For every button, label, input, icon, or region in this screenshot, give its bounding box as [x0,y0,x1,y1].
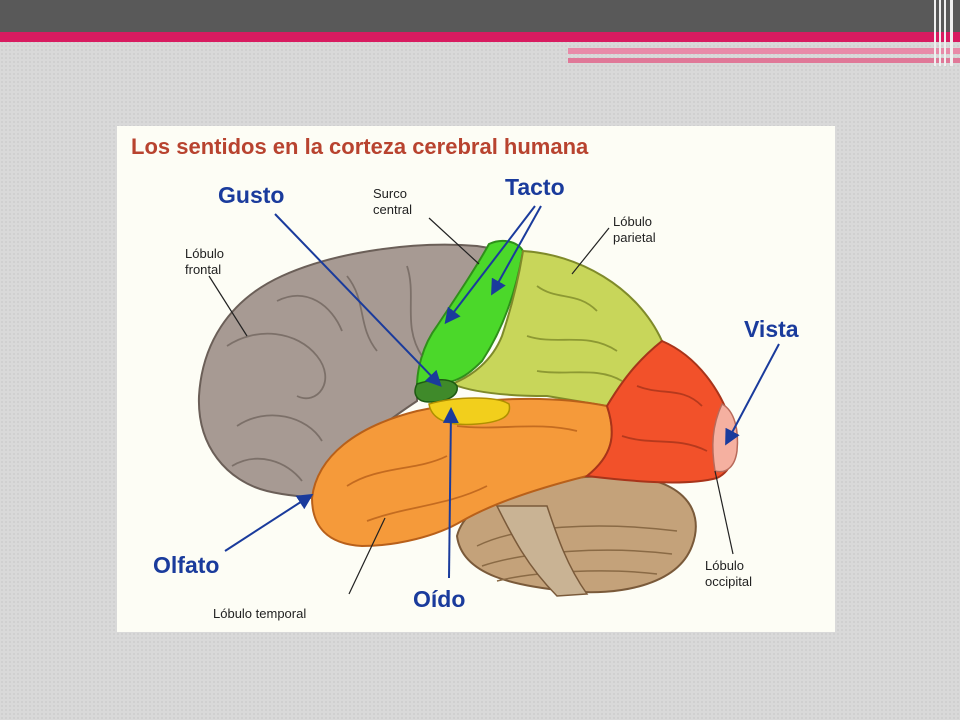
slide-accent-bar [0,32,960,42]
label-lobulo-temporal: Lóbulo temporal [213,606,307,621]
slide-accent-line [568,48,960,54]
tacto-arrow-1 [444,205,536,325]
label-tacto: Tacto [505,174,565,200]
label-lobulo-frontal: Lóbulo frontal [185,246,225,277]
label-lobulo-parietal: Lóbulo parietal [613,214,656,245]
parietal-lobe-region [449,249,664,408]
diagram-title: Los sentidos en la corteza cerebral huma… [131,134,589,159]
label-gusto: Gusto [218,182,285,208]
temporal-leader-line [348,517,386,595]
taste-area-region [414,379,458,403]
brain-illustration [197,205,780,597]
frontal-leader-line [208,275,248,337]
brain-diagram: Los sentidos en la corteza cerebral huma… [117,126,835,632]
gusto-arrow [274,213,442,387]
parietal-leader-line [571,227,610,275]
label-vista: Vista [744,316,799,342]
slide-accent-line [568,58,960,63]
slide-header-bar [0,0,960,32]
olfato-arrow [224,493,314,552]
surco-leader-line [428,217,480,265]
occipital-leader-line [714,470,734,555]
slide-corner-decoration [930,0,960,66]
hearing-area-region [428,397,511,426]
vista-arrow [725,343,780,446]
label-lobulo-occipital: Lóbulo occipital [705,558,752,589]
label-surco-central: Surco central [373,186,413,217]
oido-arrow [442,407,459,579]
label-oido: Oído [413,586,466,612]
label-olfato: Olfato [153,552,220,578]
brainstem-region [495,505,589,597]
tacto-arrow-2 [491,205,542,296]
